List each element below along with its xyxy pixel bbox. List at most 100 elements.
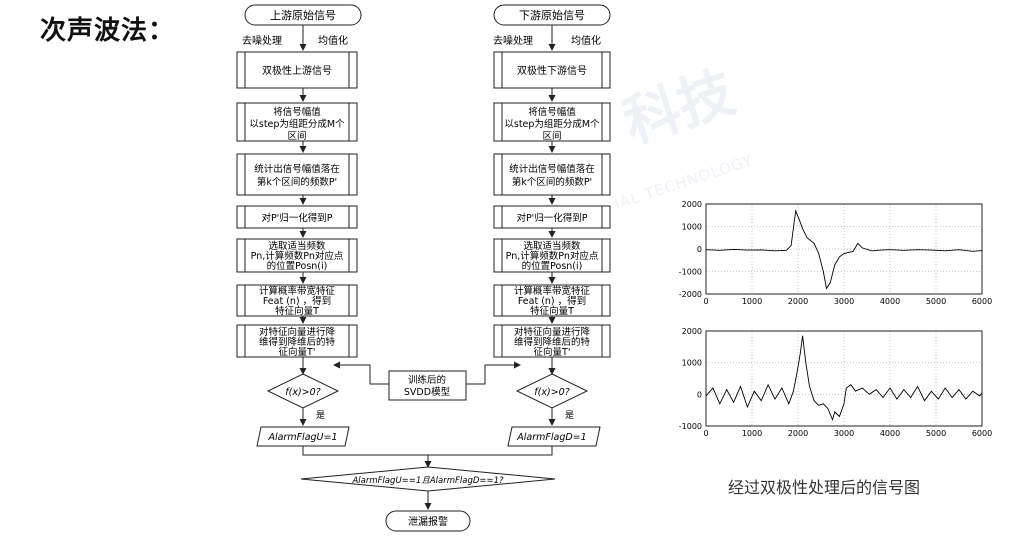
right-count-line-2: 第k个区间的频数P' xyxy=(512,176,592,188)
final-alarm-node xyxy=(385,510,471,532)
left-alarm-node xyxy=(256,426,350,447)
y-tick-label: -2000 xyxy=(679,290,702,299)
svdd-model-line-2: SVDD模型 xyxy=(404,386,451,398)
left-reduce-node xyxy=(236,324,358,358)
left-bipolar-label: 双极性上游信号 xyxy=(262,64,332,77)
center-branch: 训练后的 SVDD模型 AlarmFlagU==1且AlarmFlagD==1?… xyxy=(300,370,556,532)
right-denoise-label: 去噪处理 xyxy=(493,35,533,47)
left-yes-label: 是 xyxy=(316,410,325,421)
right-mean-label: 均值化 xyxy=(571,34,601,47)
y-tick-label: 0 xyxy=(697,245,702,254)
combined-decision-label: AlarmFlagU==1且AlarmFlagD==1? xyxy=(351,476,504,486)
plot-frame xyxy=(705,203,983,295)
right-bandwidth-node xyxy=(493,284,611,317)
right-reduce-node xyxy=(493,324,611,358)
right-normalize-node xyxy=(493,205,611,229)
left-decision-label: f(x)>0? xyxy=(285,387,320,398)
left-denoise-label: 去噪处理 xyxy=(242,35,282,47)
left-select-line-3: 的位置Posn(i) xyxy=(267,260,328,272)
right-branch: 下游原始信号 去噪处理 均值化 双极性下游信号 将信号幅值 以step为组距分成… xyxy=(493,4,611,447)
chart-caption: 经过双极性处理后的信号图 xyxy=(728,478,921,497)
right-select-node xyxy=(493,238,611,273)
left-divide-node xyxy=(236,102,358,142)
right-alarm-node xyxy=(507,426,601,447)
chart-1: 0 1000 2000 3000 4000 5000 6000 2000 1000 0 -1000 -… xyxy=(679,200,992,306)
right-alarm-label: AlarmFlagD=1 xyxy=(516,432,586,443)
right-bandwidth-line-3: 特征向量T xyxy=(530,305,574,317)
right-decision-label: f(x)>0? xyxy=(534,387,569,398)
left-divide-line-3: 区间 xyxy=(287,130,306,142)
left-reduce-line-2: 维得到降维后的特 xyxy=(259,336,336,348)
signal-series-line xyxy=(705,209,983,290)
y-tick-label: -1000 xyxy=(679,268,702,277)
y-tick-label: 1000 xyxy=(682,223,702,232)
left-select-line-1: 选取适当频数 xyxy=(268,240,326,252)
left-reduce-line-1: 对特征向量进行降 xyxy=(259,326,336,338)
x-tick-label: 0 xyxy=(703,297,708,306)
right-source-label: 下游原始信号 xyxy=(519,8,585,22)
left-source-node xyxy=(244,4,362,26)
right-reduce-line-1: 对特征向量进行降 xyxy=(514,326,591,338)
left-branch: 上游原始信号 去噪处理 均值化 双极性上游信号 将信号幅值 以step为组距分成… xyxy=(236,4,362,447)
left-bipolar-node xyxy=(236,51,358,89)
right-normalize-label: 对P'归一化得到P xyxy=(516,212,587,224)
left-divide-line-1: 将信号幅值 xyxy=(273,106,321,118)
left-normalize-node xyxy=(236,205,358,229)
y-tick-label: 2000 xyxy=(682,200,702,209)
left-count-line-2: 第k个区间的频数P' xyxy=(257,176,337,188)
left-select-line-2: Pn,计算频数Pn对应点 xyxy=(251,250,344,262)
right-select-line-1: 选取适当频数 xyxy=(523,240,581,252)
left-mean-label: 均值化 xyxy=(318,34,348,47)
x-tick-label: 6000 xyxy=(972,297,992,306)
left-count-node xyxy=(236,153,358,196)
left-bandwidth-line-1: 计算概率带宽特征 xyxy=(259,285,336,297)
plot-frame xyxy=(705,330,983,427)
left-divide-line-2: 以step为组距分成M个 xyxy=(249,118,345,130)
left-reduce-line-3: 征向量T' xyxy=(279,346,316,358)
right-divide-node xyxy=(493,102,611,142)
y-tick-label: 0 xyxy=(697,390,702,399)
right-count-line-1: 统计出信号幅值落在 xyxy=(509,163,595,175)
slide-title: 次声波法： xyxy=(40,16,176,46)
x-tick-label: 6000 xyxy=(972,429,992,438)
left-source-label: 上游原始信号 xyxy=(270,8,336,22)
x-tick-label: 5000 xyxy=(926,429,946,438)
right-divide-line-2: 以step为组距分成M个 xyxy=(504,118,600,130)
y-tick-label: 1000 xyxy=(682,359,702,368)
x-tick-label: 4000 xyxy=(880,297,900,306)
right-decision-node xyxy=(515,373,589,409)
y-tick-label: 2000 xyxy=(682,327,702,336)
right-bandwidth-line-2: Feat (n) ，得到 xyxy=(518,295,586,307)
right-select-line-2: Pn,计算频数Pn对应点 xyxy=(506,250,599,262)
signal-series-line xyxy=(705,335,983,422)
x-tick-label: 0 xyxy=(703,429,708,438)
flow-connectors xyxy=(299,25,556,510)
left-select-node xyxy=(236,238,358,273)
right-divide-line-1: 将信号幅值 xyxy=(528,106,576,118)
left-bandwidth-line-3: 特征向量T xyxy=(275,305,319,317)
final-alarm-label: 泄漏报警 xyxy=(408,515,448,528)
x-tick-label: 3000 xyxy=(834,429,854,438)
x-tick-label: 5000 xyxy=(926,297,946,306)
x-tick-label: 1000 xyxy=(742,297,762,306)
svdd-model-line-1: 训练后的 xyxy=(408,374,446,386)
right-bipolar-node xyxy=(493,51,611,89)
left-count-line-1: 统计出信号幅值落在 xyxy=(254,163,340,175)
combined-decision-node xyxy=(300,466,556,492)
x-tick-label: 2000 xyxy=(788,297,808,306)
right-reduce-line-3: 征向量T' xyxy=(534,346,571,358)
svdd-model-node xyxy=(388,370,467,401)
x-tick-label: 3000 xyxy=(834,297,854,306)
left-alarm-label: AlarmFlagU=1 xyxy=(267,432,337,443)
right-yes-label: 是 xyxy=(565,410,574,421)
right-select-line-3: 的位置Posn(i) xyxy=(522,260,583,272)
right-source-node xyxy=(493,4,611,26)
right-bandwidth-line-1: 计算概率带宽特征 xyxy=(514,285,591,297)
x-tick-label: 1000 xyxy=(742,429,762,438)
right-reduce-line-2: 维得到降维后的特 xyxy=(514,336,591,348)
right-count-node xyxy=(493,153,611,196)
